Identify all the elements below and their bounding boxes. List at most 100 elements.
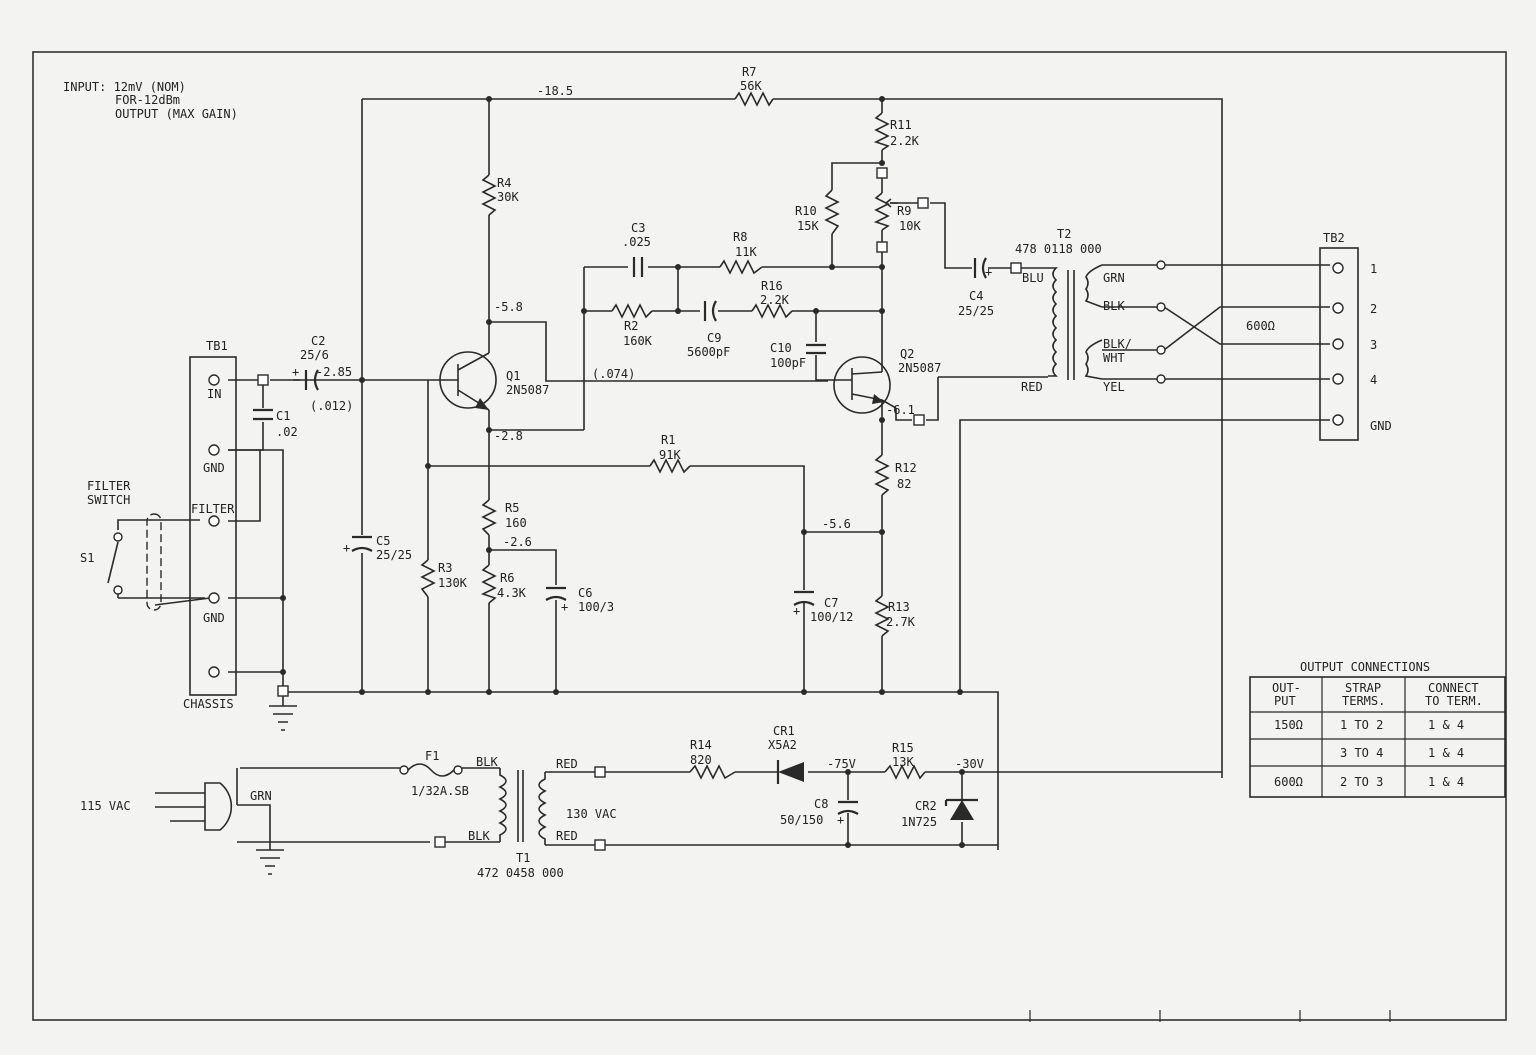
voltage-074: (.074): [592, 367, 635, 381]
r2-symbol: [611, 303, 653, 319]
r8-ref: R8: [733, 230, 747, 244]
table-cell-r1-c1: 150Ω: [1274, 718, 1303, 732]
voltage-75v: -75V: [827, 757, 856, 771]
table-cell-r1-c2: 1 TO 2: [1340, 718, 1383, 732]
c3-value: .025: [622, 235, 651, 249]
cr2-ref: CR2: [915, 799, 937, 813]
c3-ref: C3: [631, 221, 645, 235]
junction-dots: [260, 96, 965, 848]
resistor-symbols: [420, 91, 926, 780]
tb1-terminal-board: [189, 356, 237, 696]
c6-value: 100/3: [578, 600, 614, 614]
drawing-border: [32, 51, 1507, 1021]
q2-ref: Q2: [900, 347, 914, 361]
t1-blk-top-label: BLK: [476, 755, 498, 769]
cr1-value: X5A2: [768, 738, 797, 752]
r10-ref: R10: [795, 204, 817, 218]
c9-value: 5600pF: [687, 345, 730, 359]
c2-symbol-curve: [313, 369, 319, 391]
cr1-ref: CR1: [773, 724, 795, 738]
r13-value: 2.7K: [886, 615, 916, 629]
r1-symbol: [649, 458, 691, 474]
cr1-diode: [776, 760, 804, 784]
r6-value: 4.3K: [497, 586, 527, 600]
t2-blkwht-label-2: WHT: [1103, 351, 1125, 365]
table-header-output-2: PUT: [1274, 694, 1296, 708]
r9-value: 10K: [899, 219, 921, 233]
table-cell-r3-c1: 600Ω: [1274, 775, 1303, 789]
title-block-ticks: [1029, 1010, 1391, 1022]
c10-symbol: [806, 343, 826, 355]
c4-symbol-curve: [981, 257, 987, 279]
tb1-gnd-label: GND: [203, 461, 225, 475]
c5-value: 25/25: [376, 548, 412, 562]
r1-value: 91K: [659, 448, 681, 462]
s1-ref: S1: [80, 551, 94, 565]
tb2-terminal-1: 1: [1370, 262, 1377, 276]
c10-value: 100pF: [770, 356, 806, 370]
r4-symbol: [481, 174, 497, 216]
c1-symbol: [253, 408, 273, 421]
r7-value: 56K: [740, 79, 762, 93]
voltage-18-5: -18.5: [537, 84, 573, 98]
r12-symbol: [874, 454, 890, 496]
c1-value: .02: [276, 425, 298, 439]
r5-value: 160: [505, 516, 527, 530]
note-input: INPUT: 12mV (NOM): [63, 80, 186, 94]
table-header-output-1: OUT-: [1272, 681, 1301, 695]
table-cell-r2-c2: 3 TO 4: [1340, 746, 1383, 760]
t1-value: 472 0458 000: [477, 866, 564, 880]
c5-ref: C5: [376, 534, 390, 548]
r10-value: 15K: [797, 219, 819, 233]
note-level: FOR-12dBm: [115, 93, 180, 107]
t1-ref: T1: [516, 851, 530, 865]
voltage-012: (.012): [310, 399, 353, 413]
r3-ref: R3: [438, 561, 452, 575]
c5-symbol-curve: [351, 546, 373, 552]
t2-blu-label: BLU: [1022, 271, 1044, 285]
r11-symbol: [873, 112, 890, 151]
tb2-terminal-gnd: GND: [1370, 419, 1392, 433]
voltage-5-8: -5.8: [494, 300, 523, 314]
ac-ground-symbol: [256, 849, 284, 875]
table-header-connect-1: CONNECT: [1428, 681, 1479, 695]
f1-value: 1/32A.SB: [411, 784, 469, 798]
voltage-30v: -30V: [955, 757, 984, 771]
c3-symbol: [632, 257, 644, 277]
r7-symbol: [734, 91, 774, 107]
r13-ref: R13: [888, 600, 910, 614]
r7-ref: R7: [742, 65, 756, 79]
t2-grn-label: GRN: [1103, 271, 1125, 285]
r12-value: 82: [897, 477, 911, 491]
table-cell-r2-c3: 1 & 4: [1428, 746, 1464, 760]
q1-value: 2N5087: [506, 383, 549, 397]
ac-plug: [155, 782, 238, 831]
r6-symbol: [480, 564, 497, 604]
note-output: OUTPUT (MAX GAIN): [115, 107, 238, 121]
t1-red-bot-label: RED: [556, 829, 578, 843]
vac-115-label: 115 VAC: [80, 799, 131, 813]
r3-value: 130K: [438, 576, 468, 590]
voltage-2-6: -2.6: [503, 535, 532, 549]
c1-ref: C1: [276, 409, 290, 423]
c10-ref: C10: [770, 341, 792, 355]
c8-value: 50/150: [780, 813, 823, 827]
c5-polarity-plus: +: [343, 541, 350, 555]
r5-symbol: [481, 499, 497, 536]
t2-blkwht-label-1: BLK/: [1103, 337, 1132, 351]
r10-symbol: [824, 189, 840, 235]
output-connections-table: OUTPUT CONNECTIONS OUT- PUT STRAP TERMS.…: [1249, 660, 1506, 798]
r13-symbol: [874, 595, 890, 637]
c8-symbol-curve: [837, 809, 859, 815]
c6-ref: C6: [578, 586, 592, 600]
filter-switch-label-2: SWITCH: [87, 493, 130, 507]
voltage-2-8: -2.8: [494, 429, 523, 443]
t2-blk-label: BLK: [1103, 299, 1125, 313]
r16-ref: R16: [761, 279, 783, 293]
t2-value: 478 0118 000: [1015, 242, 1102, 256]
r8-value: 11K: [735, 245, 757, 259]
table-header-connect-2: TO TERM.: [1425, 694, 1483, 708]
table-header-strap-2: TERMS.: [1342, 694, 1385, 708]
f1-ref: F1: [425, 749, 439, 763]
voltage-labels: -18.5 -5.8 -2.85 (.012) (.074) -2.8 -6.1…: [310, 84, 984, 771]
